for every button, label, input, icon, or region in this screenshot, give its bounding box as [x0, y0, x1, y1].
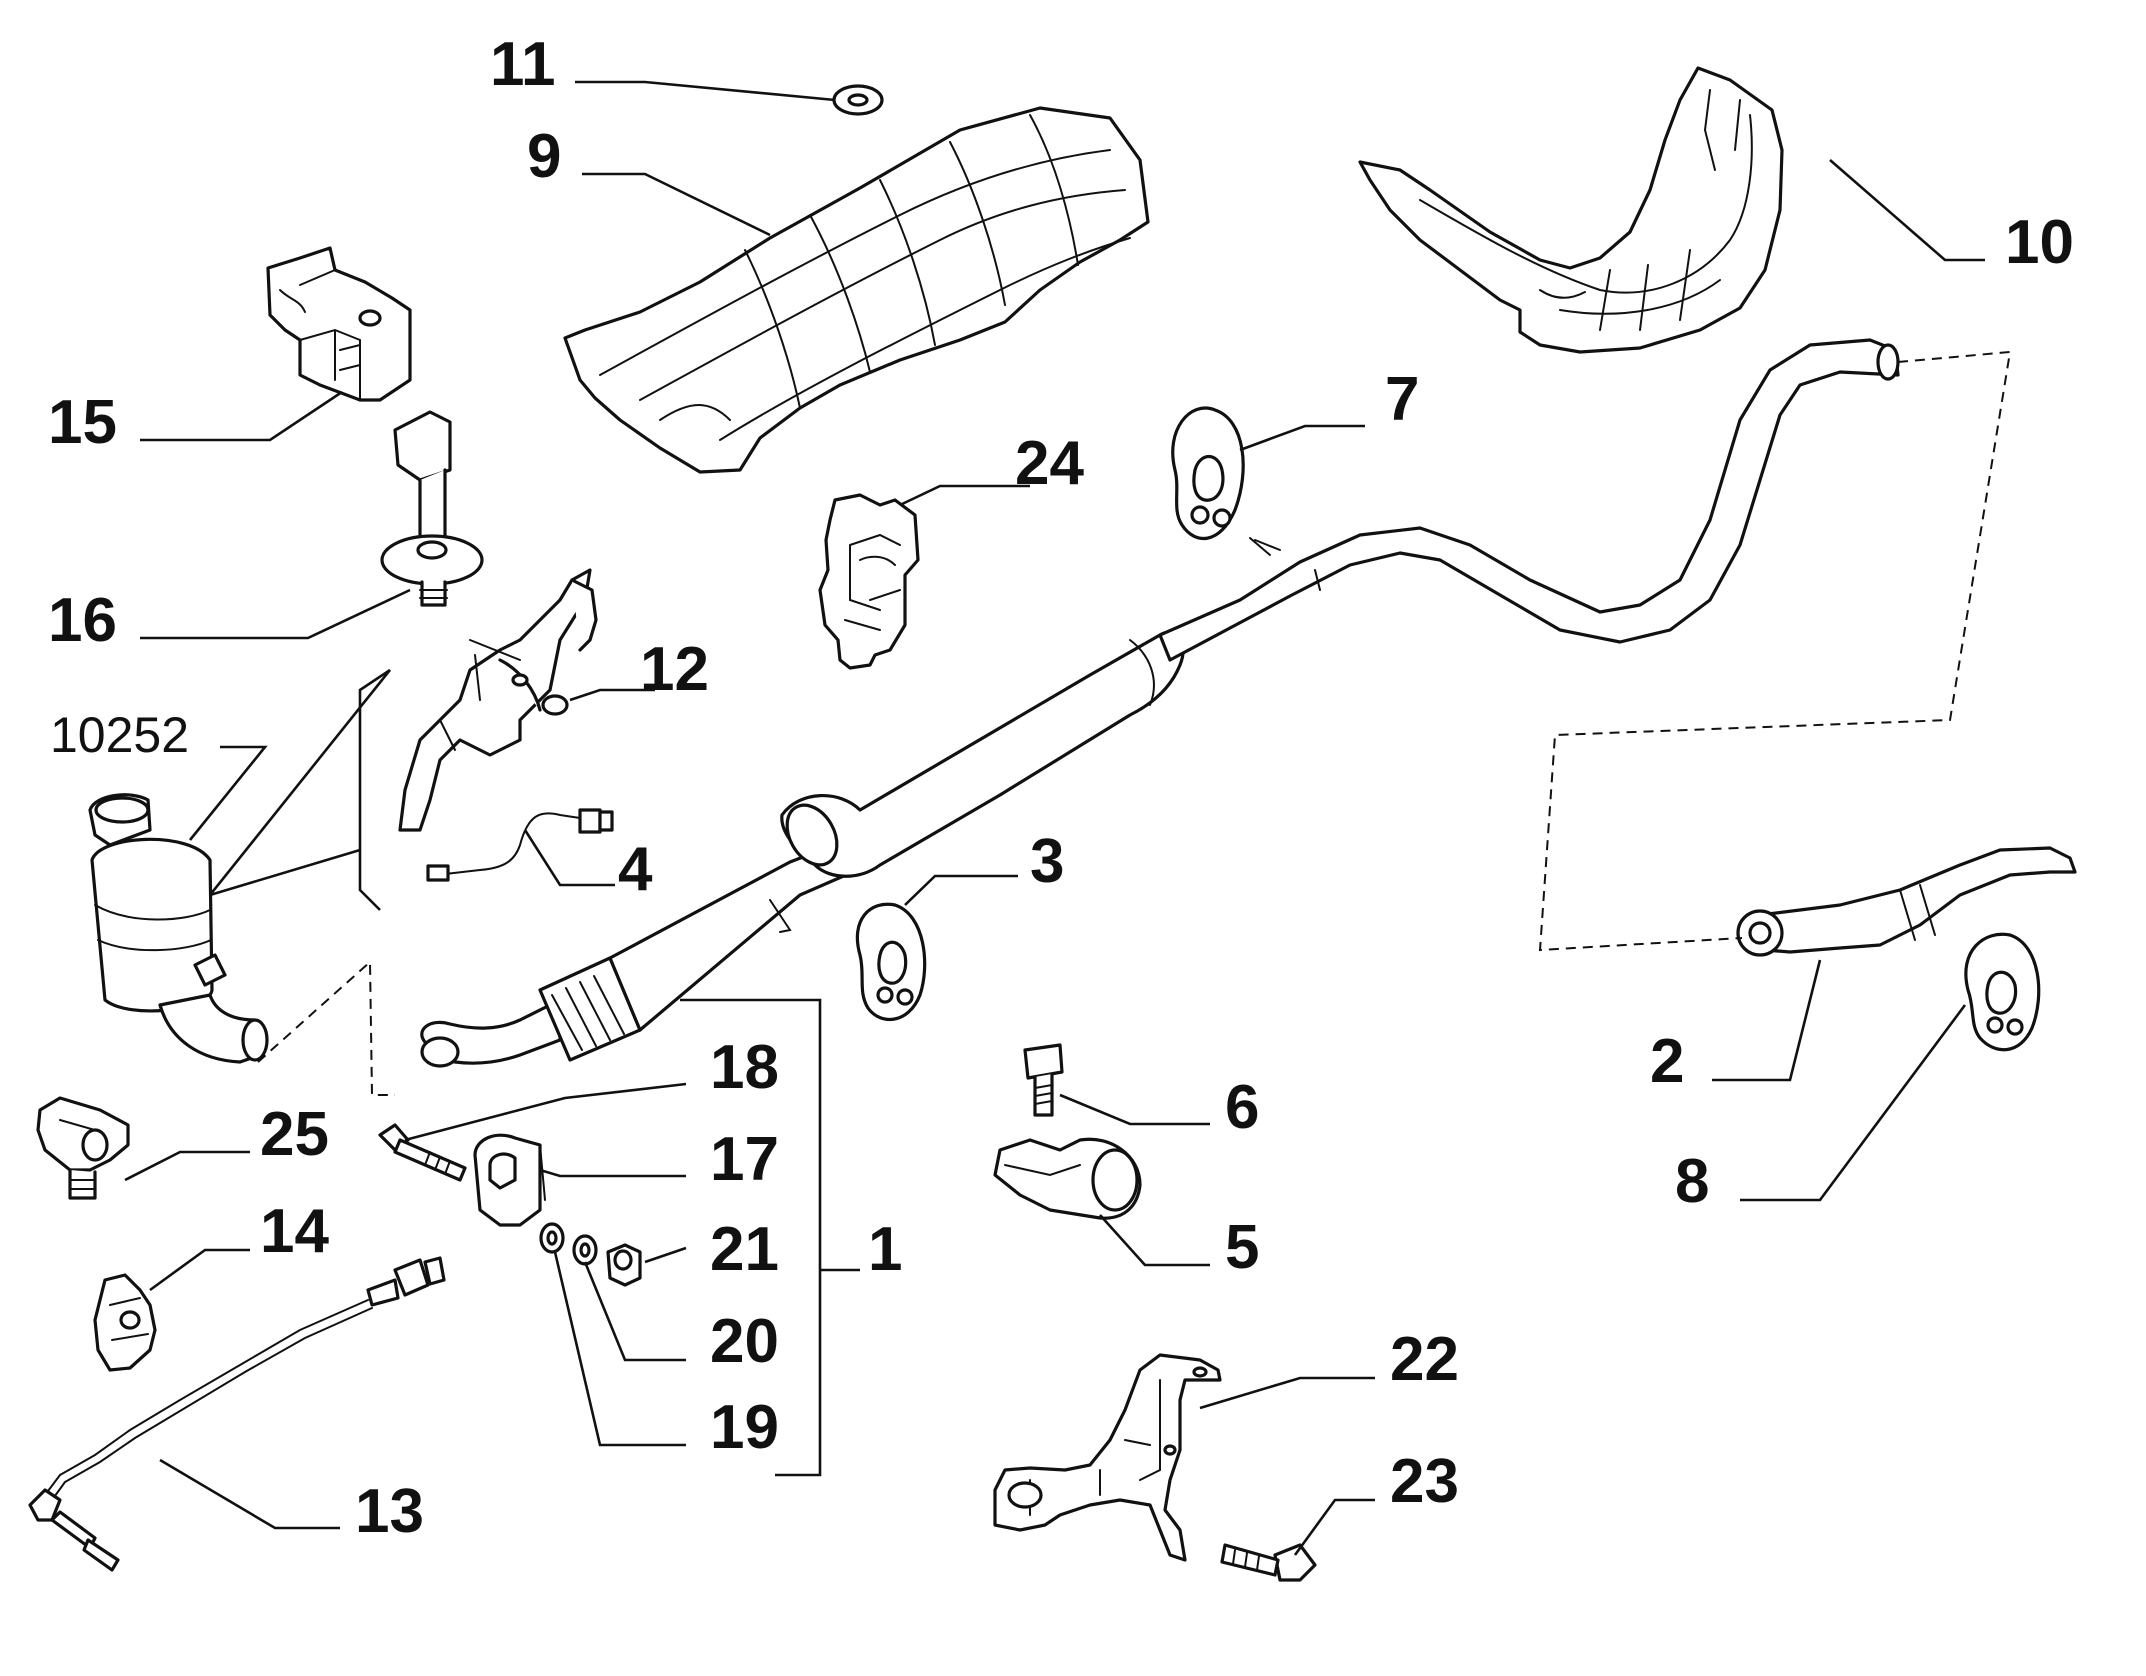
callout-10252: 10252: [50, 707, 189, 763]
part-6-bolt: [1023, 1043, 1064, 1117]
part-17-bracket: [473, 1133, 546, 1227]
callout-4: 4: [618, 835, 653, 904]
callout-15: 15: [48, 388, 117, 457]
part-8-rubber-hanger: [1964, 932, 2041, 1052]
part-21-nut: [606, 1243, 642, 1287]
part-23-bolt: [1220, 1543, 1317, 1582]
part-1-exhaust-assembly: [420, 338, 1900, 1068]
callout-21: 21: [710, 1215, 779, 1284]
callout-19: 19: [710, 1393, 779, 1462]
callout-8: 8: [1675, 1147, 1709, 1216]
callout-25: 25: [260, 1100, 329, 1169]
callout-3: 3: [1030, 827, 1064, 896]
callout-17: 17: [710, 1125, 779, 1194]
part-14-clip: [93, 1273, 157, 1372]
leader-lines: [124, 80, 1985, 1556]
part-22-bracket: [993, 1353, 1222, 1562]
part-3-rubber-hanger: [855, 902, 927, 1022]
callout-12: 12: [640, 635, 709, 704]
callout-7: 7: [1385, 365, 1419, 434]
part-16-mount-pin: [380, 410, 484, 607]
part-10252-catalytic-converter: [88, 793, 269, 1064]
part-13-temperature-sensor: [28, 1256, 446, 1572]
part-15-mount-bracket: [266, 246, 412, 402]
callout-6: 6: [1225, 1073, 1259, 1142]
part-9-heat-shield: [563, 106, 1150, 474]
callout-13: 13: [355, 1477, 424, 1546]
callout-18: 18: [710, 1033, 779, 1102]
callout-5: 5: [1225, 1213, 1259, 1282]
callout-22: 22: [1390, 1325, 1459, 1394]
part-7-rubber-hanger: [1171, 406, 1245, 541]
callout-24: 24: [1015, 429, 1084, 498]
callout-16: 16: [48, 586, 117, 655]
part-11-washer: [832, 84, 884, 116]
part-18-bolt: [378, 1123, 467, 1182]
part-4-lambda-sensor: [426, 808, 614, 882]
part-10-rear-heat-shield: [1358, 66, 1784, 354]
callout-labels: 11 9 10 15 16 7 24 12 10252 4 3 18 17 21…: [48, 30, 2074, 1546]
callout-20: 20: [710, 1307, 779, 1376]
callout-9: 9: [527, 122, 561, 191]
part-19-washer: [539, 1222, 565, 1254]
callout-23: 23: [1390, 1447, 1459, 1516]
callout-1: 1: [868, 1215, 902, 1284]
connection-lines: [208, 350, 2012, 1096]
callout-14: 14: [260, 1197, 329, 1266]
callout-10: 10: [2005, 208, 2074, 277]
callout-2: 2: [1650, 1027, 1684, 1096]
part-25-mount: [36, 1096, 130, 1200]
part-20-washer: [572, 1234, 598, 1266]
part-2-tail-pipe: [1736, 846, 2077, 957]
callout-11: 11: [490, 30, 556, 99]
part-5-clamp: [993, 1137, 1142, 1220]
part-24-clip: [818, 493, 920, 670]
part-12-bracket: [398, 568, 598, 832]
